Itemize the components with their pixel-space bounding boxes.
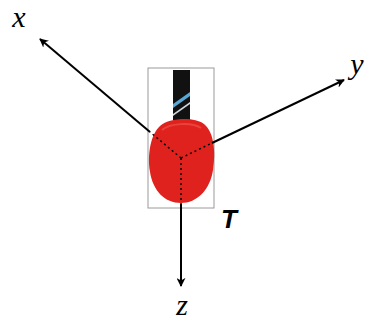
axis-label: x	[12, 2, 25, 32]
blade-highlight	[162, 124, 201, 130]
image-frame	[148, 68, 214, 208]
axis-dotted	[150, 132, 212, 204]
axis-label: z	[176, 290, 188, 320]
handle-stripe	[173, 102, 190, 116]
paddle-blade	[149, 119, 214, 203]
axis-arrows	[40, 39, 344, 286]
axis-label: y	[350, 49, 363, 79]
frame-label: T	[221, 206, 237, 232]
